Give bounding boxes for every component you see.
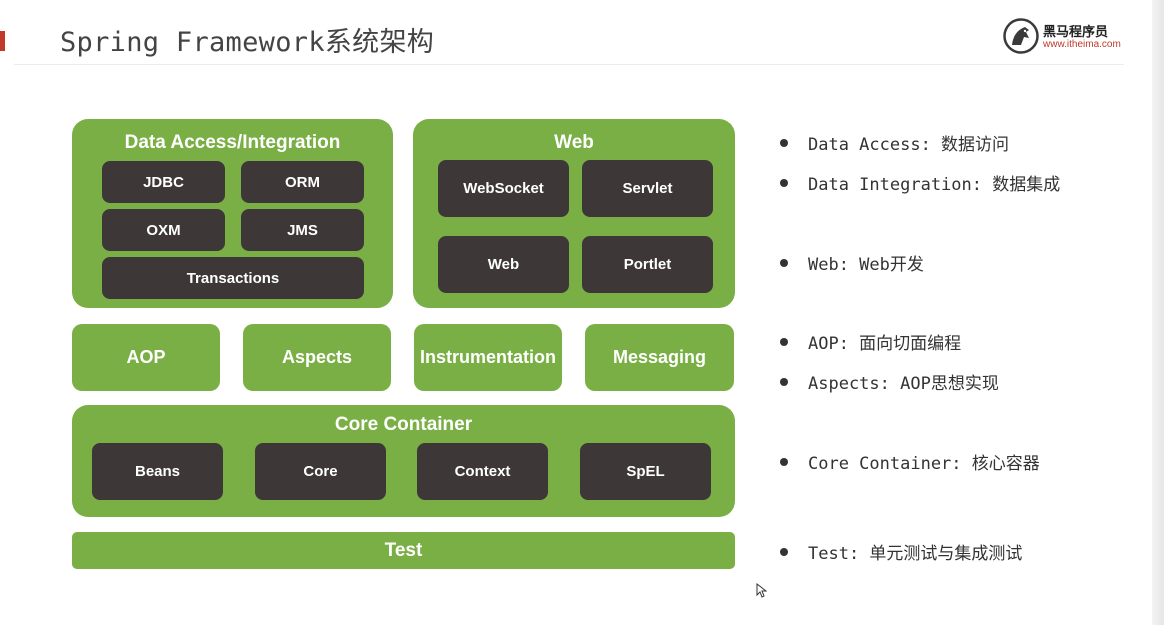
- bullet-icon: [780, 259, 788, 267]
- module-core: Core: [255, 443, 386, 500]
- legend-item: Web: Web开发: [780, 250, 924, 275]
- module-portlet: Portlet: [582, 236, 713, 293]
- window-edge: [1152, 0, 1164, 625]
- title-accent-bar: [0, 31, 5, 51]
- web-group: Web WebSocket Servlet Web Portlet: [413, 119, 735, 308]
- legend-text: Data Integration: 数据集成: [808, 175, 1061, 195]
- legend-text: Test: 单元测试与集成测试: [808, 544, 1023, 564]
- core-container-title: Core Container: [334, 414, 473, 435]
- bullet-icon: [780, 139, 788, 147]
- legend-item: Data Integration: 数据集成: [780, 170, 1060, 195]
- module-messaging: Messaging: [585, 324, 734, 391]
- header-divider: [14, 64, 1124, 65]
- module-web: Web: [438, 236, 569, 293]
- legend-item: Aspects: AOP思想实现: [780, 369, 999, 394]
- bullet-icon: [780, 338, 788, 346]
- legend-item: Test: 单元测试与集成测试: [780, 539, 1022, 564]
- module-oxm: OXM: [102, 209, 225, 251]
- legend-text: AOP: 面向切面编程: [808, 334, 962, 354]
- bullet-icon: [780, 548, 788, 556]
- legend-item: Data Access: 数据访问: [780, 130, 1009, 155]
- module-transactions: Transactions: [102, 257, 364, 299]
- legend-text: Core Container: 核心容器: [808, 454, 1040, 474]
- brand: 黑马程序员 www.itheima.com: [1003, 18, 1123, 54]
- legend-text: Data Access: 数据访问: [808, 135, 1010, 155]
- page-title: Spring Framework系统架构: [60, 27, 435, 58]
- data-access-integration-group: Data Access/Integration JDBC ORM OXM JMS…: [72, 119, 393, 308]
- horse-logo-icon: [1003, 18, 1039, 54]
- module-aop: AOP: [72, 324, 220, 391]
- bullet-icon: [780, 458, 788, 466]
- module-jms: JMS: [241, 209, 364, 251]
- module-aspects: Aspects: [243, 324, 391, 391]
- data-access-integration-title: Data Access/Integration: [124, 132, 341, 153]
- legend-item: Core Container: 核心容器: [780, 449, 1040, 474]
- web-group-title: Web: [554, 132, 594, 153]
- brand-url: www.itheima.com: [1043, 39, 1121, 50]
- core-container-group: Core Container Beans Core Context SpEL: [72, 405, 735, 517]
- bullet-icon: [780, 378, 788, 386]
- module-instrumentation: Instrumentation: [414, 324, 562, 391]
- module-orm: ORM: [241, 161, 364, 203]
- legend-text: Aspects: AOP思想实现: [808, 374, 999, 394]
- legend-item: AOP: 面向切面编程: [780, 329, 961, 354]
- module-beans: Beans: [92, 443, 223, 500]
- module-spel: SpEL: [580, 443, 711, 500]
- mouse-cursor-icon: [756, 583, 767, 598]
- module-context: Context: [417, 443, 548, 500]
- module-websocket: WebSocket: [438, 160, 569, 217]
- module-test: Test: [72, 532, 735, 569]
- module-jdbc: JDBC: [102, 161, 225, 203]
- brand-name: 黑马程序员: [1043, 24, 1109, 39]
- bullet-icon: [780, 179, 788, 187]
- legend-text: Web: Web开发: [808, 255, 924, 275]
- module-servlet: Servlet: [582, 160, 713, 217]
